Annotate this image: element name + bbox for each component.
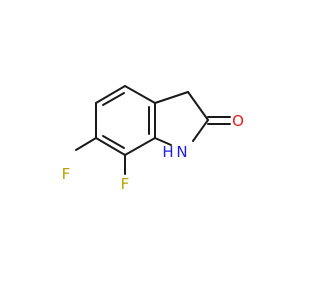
bond-c4-c5-inner [102, 92, 125, 106]
atom-o: O [232, 112, 244, 130]
structure-diagram: F F N H O [62, 85, 244, 193]
bond-c7-c7a [124, 137, 156, 156]
atom-f-upper: F [62, 165, 71, 183]
atom-h: H [162, 143, 173, 161]
bond-c3a-c4 [124, 85, 156, 104]
atom-n: N [176, 143, 187, 161]
bond-c4-c5 [95, 85, 126, 104]
bond-lines [75, 85, 231, 175]
bond-c3a-c3 [154, 91, 189, 104]
bond-c7a-n1 [154, 137, 172, 146]
atom-f-lower: F [121, 175, 130, 193]
bond-c6-c7 [95, 137, 126, 156]
bond-c2-n1 [192, 119, 209, 142]
bond-c3-c2 [187, 91, 209, 121]
bond-c6-f [75, 137, 97, 151]
bond-c6-c7-inner [102, 135, 125, 149]
